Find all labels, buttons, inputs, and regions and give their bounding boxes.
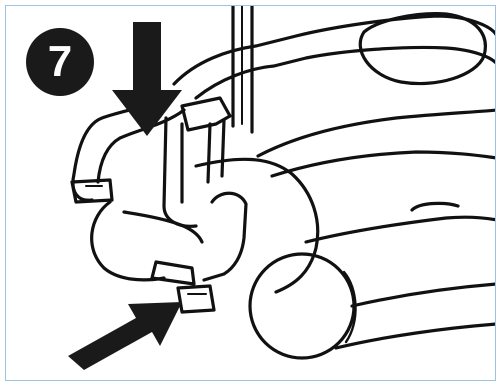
lower-latch bbox=[178, 286, 214, 312]
right-body-mid bbox=[272, 152, 496, 176]
center-column-left bbox=[208, 124, 210, 182]
right-body-ledge bbox=[412, 203, 458, 210]
right-body-lower bbox=[306, 217, 496, 242]
lower-slot bbox=[152, 262, 194, 284]
arrow-up-right-icon bbox=[68, 302, 182, 370]
base-line bbox=[352, 284, 496, 306]
right-body-top bbox=[258, 110, 496, 156]
base-line-lower bbox=[336, 324, 496, 348]
left-bracket bbox=[164, 118, 196, 226]
upper-housing bbox=[174, 16, 496, 84]
front-roller bbox=[250, 254, 354, 358]
illustration-frame: 7 bbox=[5, 5, 496, 381]
step-number-badge: 7 bbox=[26, 28, 94, 96]
step-number: 7 bbox=[48, 37, 72, 86]
nozzle-opening bbox=[204, 193, 246, 280]
center-column-right bbox=[222, 120, 224, 176]
front-nozzle bbox=[196, 159, 318, 292]
